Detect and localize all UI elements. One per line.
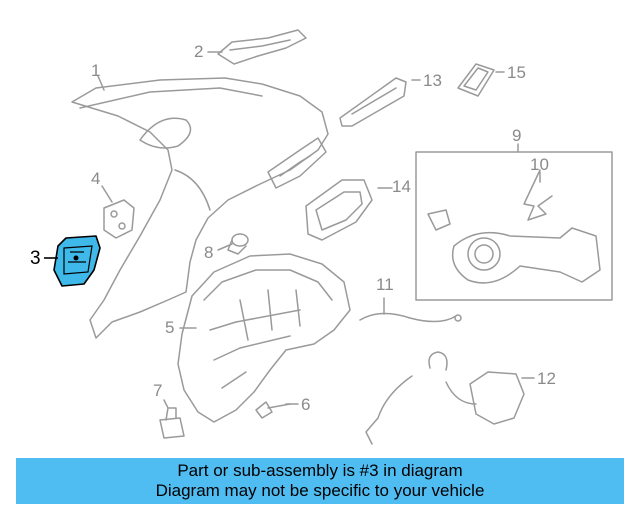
part-15-pad[interactable] xyxy=(457,63,495,97)
part-4-bracket[interactable] xyxy=(103,199,135,239)
part-11-release-cable[interactable] xyxy=(359,312,462,323)
banner-line-1: Part or sub-assembly is #3 in diagram xyxy=(177,461,463,480)
part-12-actuator[interactable] xyxy=(365,351,525,445)
part-2-bracket[interactable] xyxy=(217,29,307,65)
info-banner: Part or sub-assembly is #3 in diagram Di… xyxy=(16,458,624,504)
part-14-fuel-door-housing[interactable] xyxy=(305,179,373,241)
callout-4: 4 xyxy=(91,169,101,188)
callout-8: 8 xyxy=(204,243,214,262)
callout-12: 12 xyxy=(537,369,556,388)
callout-15: 15 xyxy=(507,63,526,82)
callout-11: 11 xyxy=(376,275,394,294)
callout-10: 10 xyxy=(530,155,549,174)
callout-14: 14 xyxy=(392,177,411,196)
callout-13: 13 xyxy=(423,71,442,90)
callout-3: 3 xyxy=(30,248,41,269)
part-3-highlighted[interactable] xyxy=(44,235,101,287)
callout-6: 6 xyxy=(301,395,311,414)
banner-line-2: Diagram may not be specific to your vehi… xyxy=(155,481,485,500)
part-9-fuel-door-assembly[interactable] xyxy=(415,151,613,301)
callout-9: 9 xyxy=(512,126,522,145)
callout-1: 1 xyxy=(91,61,101,80)
part-7-clip[interactable] xyxy=(159,407,185,439)
parts-diagram xyxy=(44,29,613,445)
callout-5: 5 xyxy=(165,318,175,337)
leader-lines xyxy=(97,51,541,409)
part-13-trim[interactable] xyxy=(339,77,407,127)
callout-2: 2 xyxy=(194,42,204,61)
part-5-wheelhouse-liner[interactable] xyxy=(177,253,351,423)
callout-7: 7 xyxy=(153,381,163,400)
part-6-bolt[interactable] xyxy=(255,401,291,419)
part-1-quarter-panel[interactable] xyxy=(71,77,329,339)
part-10-spring[interactable] xyxy=(523,169,553,221)
